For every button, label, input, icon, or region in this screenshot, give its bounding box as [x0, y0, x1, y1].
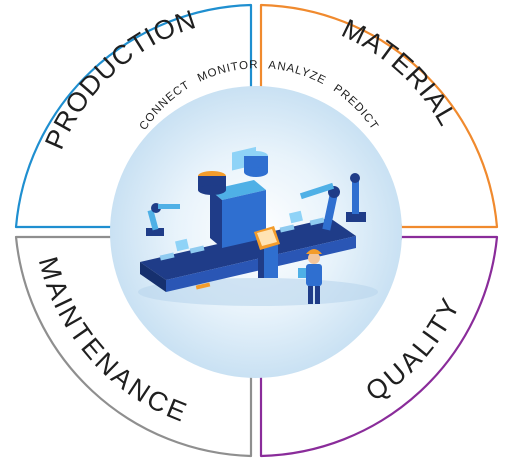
smart-factory-conveyor-robots-icon [138, 146, 378, 306]
